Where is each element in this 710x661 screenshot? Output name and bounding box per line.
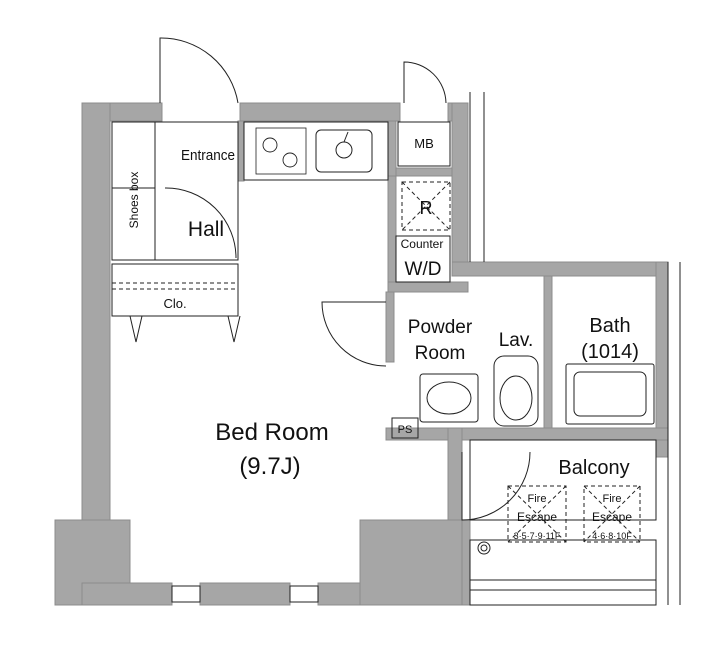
closet-label: Clo. <box>163 296 186 311</box>
entrance-label: Entrance <box>181 147 235 164</box>
counter-label: Counter <box>401 237 444 251</box>
fire-escape-2-line2: Escape <box>592 510 632 524</box>
room-labels: Entrance Shoes box Hall Clo. MB R Counte… <box>127 136 639 541</box>
walls <box>54 102 669 606</box>
ps-label: PS <box>398 424 413 436</box>
fire-escape-1-line1: Fire <box>528 493 547 505</box>
bed-room-size-label: (9.7J) <box>239 453 300 480</box>
powder-room-label-1: Powder <box>408 317 473 338</box>
bed-room-label: Bed Room <box>215 419 328 446</box>
balcony-label: Balcony <box>558 457 629 479</box>
doors <box>159 37 641 543</box>
mb-label: MB <box>414 136 434 151</box>
wd-label: W/D <box>405 259 442 280</box>
fire-escape-2-floors: 4·6·8·10F <box>592 531 632 541</box>
bath-size-label: (1014) <box>581 341 639 363</box>
sink-icon <box>335 131 353 159</box>
stove-icon <box>262 137 298 168</box>
interior-lines <box>111 92 681 606</box>
fire-escape-2-line1: Fire <box>603 493 622 505</box>
fire-escape-1-line2: Escape <box>517 510 557 524</box>
refrigerator-label: R <box>420 198 433 218</box>
powder-room-label-2: Room <box>415 343 466 364</box>
shoes-box-label: Shoes box <box>127 172 141 229</box>
bath-label: Bath <box>589 315 630 337</box>
lavatory-label: Lav. <box>499 330 534 351</box>
hall-label: Hall <box>188 218 224 241</box>
fire-escape-1-floors: 3·5·7·9·11F <box>514 531 561 541</box>
